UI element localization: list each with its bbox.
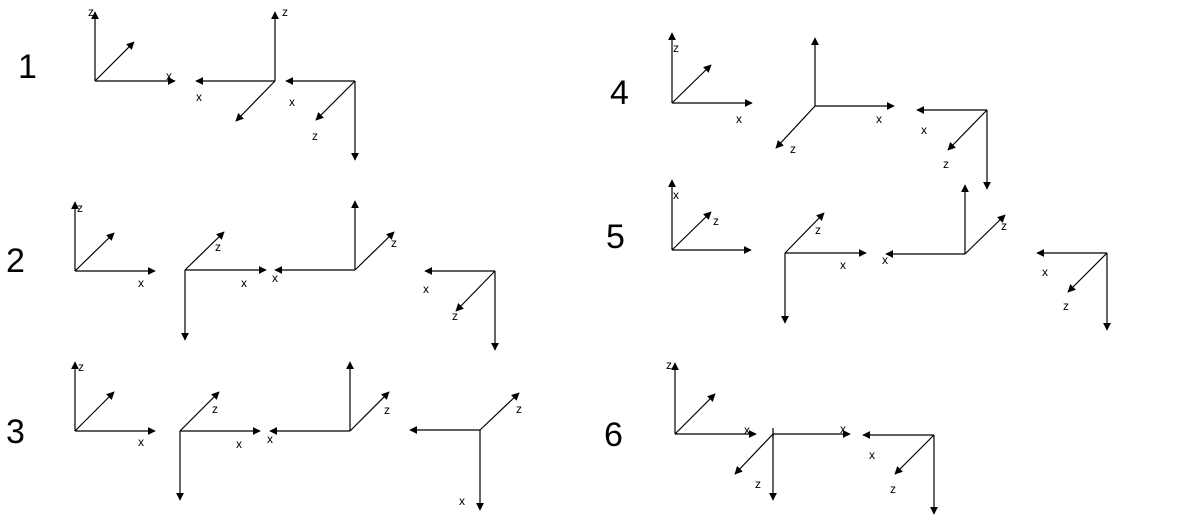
axis-label: z	[790, 142, 796, 156]
axis-diag-up	[179, 391, 220, 432]
frame-2-4: x z	[423, 267, 499, 351]
axis-label: z	[391, 236, 397, 250]
axis-diag-down	[947, 109, 988, 151]
axis-label: z	[673, 41, 679, 55]
axis-diag-up	[354, 231, 395, 271]
axis-label: x	[459, 494, 465, 508]
frame-3-1: z x	[71, 360, 156, 449]
axis-label: z	[212, 402, 218, 416]
frame-1-2: z x	[195, 5, 288, 122]
axis-label: x	[744, 423, 750, 437]
axis-label: z	[1001, 219, 1007, 233]
axis-diag-down	[894, 434, 935, 475]
axis-diag-down	[1067, 252, 1108, 293]
axis-diag-up	[74, 232, 115, 272]
axis-diag-up	[479, 392, 520, 431]
frame-3-2: z x	[176, 391, 261, 501]
frame-2-1: z x	[71, 201, 156, 290]
axis-label: z	[713, 214, 719, 228]
axis-label: z	[516, 402, 522, 416]
axis-diag-up	[784, 212, 825, 254]
axis-label: x	[166, 69, 172, 83]
row-number-6: 6	[604, 416, 623, 454]
frame-5-3: x z	[882, 184, 1007, 267]
axis-label: x	[840, 422, 846, 436]
row-number-3: 3	[6, 413, 25, 451]
row-number-4: 4	[610, 74, 629, 112]
frame-3-4: z x	[409, 392, 522, 511]
frame-2-3: x z	[272, 200, 397, 285]
axis-label: x	[882, 253, 888, 267]
frame-4-2: x z	[775, 37, 895, 156]
frame-5-1: x z	[668, 179, 752, 254]
axis-label: z	[452, 309, 458, 323]
axis-label: x	[272, 271, 278, 285]
axis-diag-up	[964, 214, 1006, 255]
axis-label: x	[289, 95, 295, 109]
axis-diag-down	[315, 80, 356, 121]
axis-label: x	[241, 276, 247, 290]
frame-4-1: z x	[668, 32, 753, 126]
axis-label: z	[312, 129, 318, 143]
frame-2-2: z x	[181, 231, 267, 341]
frame-1-1: z x	[88, 5, 176, 85]
axis-label: x	[840, 258, 846, 272]
axis-label: x	[423, 282, 429, 296]
axis-diag-up	[74, 391, 115, 432]
frame-3-3: x z	[267, 361, 390, 446]
axis-diag-up	[671, 211, 712, 251]
axis-diag-up	[94, 41, 135, 82]
axis-label: x	[267, 432, 273, 446]
frame-5-4: x z	[1036, 249, 1111, 331]
axis-label: x	[236, 437, 242, 451]
frame-1-3: x z	[285, 77, 359, 161]
frame-4-3: x z	[916, 106, 991, 190]
frame-6-2: x z	[734, 422, 851, 501]
axis-label: z	[890, 482, 896, 496]
axis-label: x	[736, 112, 742, 126]
axis-diag-down	[235, 80, 276, 122]
frame-6-1: z x	[666, 358, 757, 438]
axis-label: z	[384, 403, 390, 417]
axis-label: x	[196, 90, 202, 104]
axis-diag-up	[674, 393, 716, 435]
axis-label: z	[815, 223, 821, 237]
frame-5-2: z x	[781, 212, 867, 324]
axis-diag-down	[455, 270, 496, 312]
axis-label: z	[78, 360, 84, 374]
axis-diag-up	[349, 391, 390, 432]
axis-label: z	[77, 201, 83, 215]
axis-label: z	[1063, 299, 1069, 313]
axis-label: z	[666, 358, 672, 372]
row-number-1: 1	[18, 48, 37, 86]
axis-label: z	[215, 240, 221, 254]
axis-diag-down	[734, 433, 774, 475]
axis-label: x	[876, 112, 882, 126]
axis-diag-up	[184, 231, 225, 271]
axis-label: x	[138, 276, 144, 290]
axis-label: z	[755, 477, 761, 491]
row-number-5: 5	[606, 218, 625, 256]
axis-label: x	[673, 188, 679, 202]
axis-label: z	[282, 5, 288, 19]
axis-label: z	[943, 157, 949, 171]
axis-diag-up	[671, 64, 712, 104]
axis-label: x	[1042, 265, 1048, 279]
row-number-2: 2	[6, 242, 25, 280]
axis-diag-down	[775, 105, 816, 149]
axis-label: x	[138, 435, 144, 449]
axis-label: z	[88, 5, 94, 19]
axis-label: x	[921, 123, 927, 137]
frame-6-3: x z	[862, 431, 938, 515]
axis-label: x	[869, 448, 875, 462]
